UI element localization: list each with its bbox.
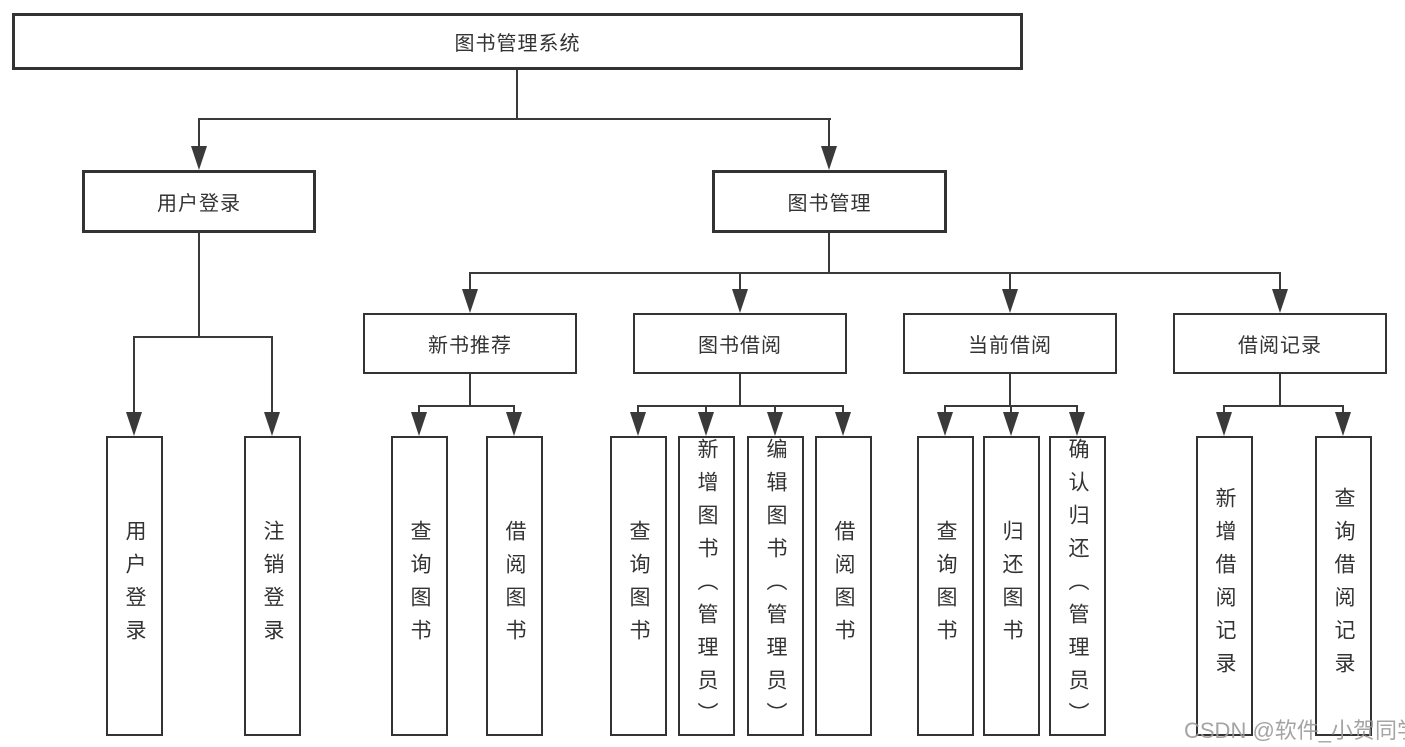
node-user-login: 用户登录	[82, 170, 316, 233]
connector-line	[637, 405, 639, 417]
connector-line	[774, 405, 776, 417]
node-label: 查询图书	[934, 520, 957, 652]
node-label: 用户登录	[123, 520, 146, 652]
connector-line	[828, 118, 830, 152]
connector-line	[133, 336, 273, 338]
leaf-confirm-return-admin: 确认归还（管理员）	[1049, 436, 1106, 736]
connector-line	[1279, 374, 1281, 405]
connector-line	[1279, 272, 1281, 292]
leaf-query-books-borrowing: 查询图书	[610, 436, 667, 736]
connector-line	[1223, 405, 1225, 417]
node-label: 借阅图书	[832, 520, 855, 652]
node-book-management: 图书管理	[712, 170, 947, 233]
arrowhead-down-icon	[698, 412, 714, 436]
node-label: 归还图书	[1000, 520, 1023, 652]
arrowhead-down-icon	[411, 412, 427, 436]
csdn-watermark: CSDN @软件_小贺同学	[1184, 718, 1405, 743]
leaf-borrow-books-recommend: 借阅图书	[486, 436, 543, 736]
arrowhead-down-icon	[1069, 412, 1085, 436]
arrowhead-down-icon	[821, 146, 837, 170]
node-library-management-system: 图书管理系统	[12, 13, 1023, 70]
connector-line	[418, 405, 515, 407]
arrowhead-down-icon	[937, 412, 953, 436]
leaf-return-book: 归还图书	[983, 436, 1040, 736]
connector-line	[944, 405, 946, 417]
leaf-borrow-books-borrowing: 借阅图书	[815, 436, 872, 736]
arrowhead-down-icon	[1002, 289, 1018, 313]
connector-line	[828, 233, 830, 272]
connector-line	[739, 272, 741, 292]
node-label: 图书借阅	[698, 335, 782, 357]
node-label: 编辑图书（管理员）	[764, 438, 787, 735]
arrowhead-down-icon	[462, 289, 478, 313]
node-label: 确认归还（管理员）	[1066, 438, 1089, 735]
arrowhead-down-icon	[264, 412, 280, 436]
arrowhead-down-icon	[835, 412, 851, 436]
leaf-query-borrow-record: 查询借阅记录	[1315, 436, 1372, 736]
leaf-edit-book-admin: 编辑图书（管理员）	[747, 436, 804, 736]
connector-line	[1010, 405, 1012, 417]
connector-line	[418, 405, 420, 417]
connector-line	[1009, 272, 1011, 292]
connector-line	[469, 272, 471, 292]
node-label: 查询图书	[408, 520, 431, 652]
node-label: 查询借阅记录	[1332, 487, 1355, 685]
connector-line	[1076, 405, 1078, 417]
node-label: 图书管理系统	[454, 33, 581, 55]
connector-line	[842, 405, 844, 417]
node-label: 新增借阅记录	[1213, 487, 1236, 685]
connector-line	[513, 405, 515, 417]
leaf-user-login: 用户登录	[106, 436, 163, 736]
arrowhead-down-icon	[1272, 289, 1288, 313]
connector-line	[1009, 374, 1011, 405]
connector-line	[271, 336, 273, 414]
arrowhead-down-icon	[1335, 412, 1351, 436]
node-label: 注销登录	[261, 520, 284, 652]
connector-line	[469, 374, 471, 405]
leaf-query-books-current: 查询图书	[917, 436, 974, 736]
arrowhead-down-icon	[630, 412, 646, 436]
node-new-book-recommendation: 新书推荐	[363, 313, 577, 374]
arrowhead-down-icon	[126, 412, 142, 436]
node-current-borrowing: 当前借阅	[903, 313, 1117, 374]
connector-line	[198, 233, 200, 336]
connector-line	[133, 336, 135, 414]
connector-line	[198, 118, 200, 152]
node-book-borrowing: 图书借阅	[633, 313, 847, 374]
leaf-add-book-admin: 新增图书（管理员）	[678, 436, 735, 736]
arrowhead-down-icon	[767, 412, 783, 436]
arrowhead-down-icon	[1003, 412, 1019, 436]
connector-line	[739, 374, 741, 405]
node-label: 当前借阅	[968, 335, 1052, 357]
node-label: 新增图书（管理员）	[695, 438, 718, 735]
arrowhead-down-icon	[732, 289, 748, 313]
connector-line	[637, 405, 844, 407]
leaf-query-books-recommend: 查询图书	[391, 436, 448, 736]
connector-line	[705, 405, 707, 417]
node-label: 新书推荐	[428, 335, 512, 357]
arrowhead-down-icon	[191, 146, 207, 170]
leaf-logout: 注销登录	[244, 436, 301, 736]
arrowhead-down-icon	[506, 412, 522, 436]
node-label: 用户登录	[157, 193, 241, 215]
connector-line	[198, 118, 831, 120]
node-label: 借阅图书	[503, 520, 526, 652]
node-label: 图书管理	[787, 193, 872, 215]
connector-line	[1342, 405, 1344, 417]
connector-line	[469, 272, 1281, 274]
connector-line	[1223, 405, 1344, 407]
node-label: 借阅记录	[1238, 335, 1322, 357]
node-borrowing-records: 借阅记录	[1173, 313, 1387, 374]
node-label: 查询图书	[627, 520, 650, 652]
leaf-add-borrow-record: 新增借阅记录	[1196, 436, 1253, 736]
arrowhead-down-icon	[1216, 412, 1232, 436]
connector-line	[516, 69, 518, 119]
